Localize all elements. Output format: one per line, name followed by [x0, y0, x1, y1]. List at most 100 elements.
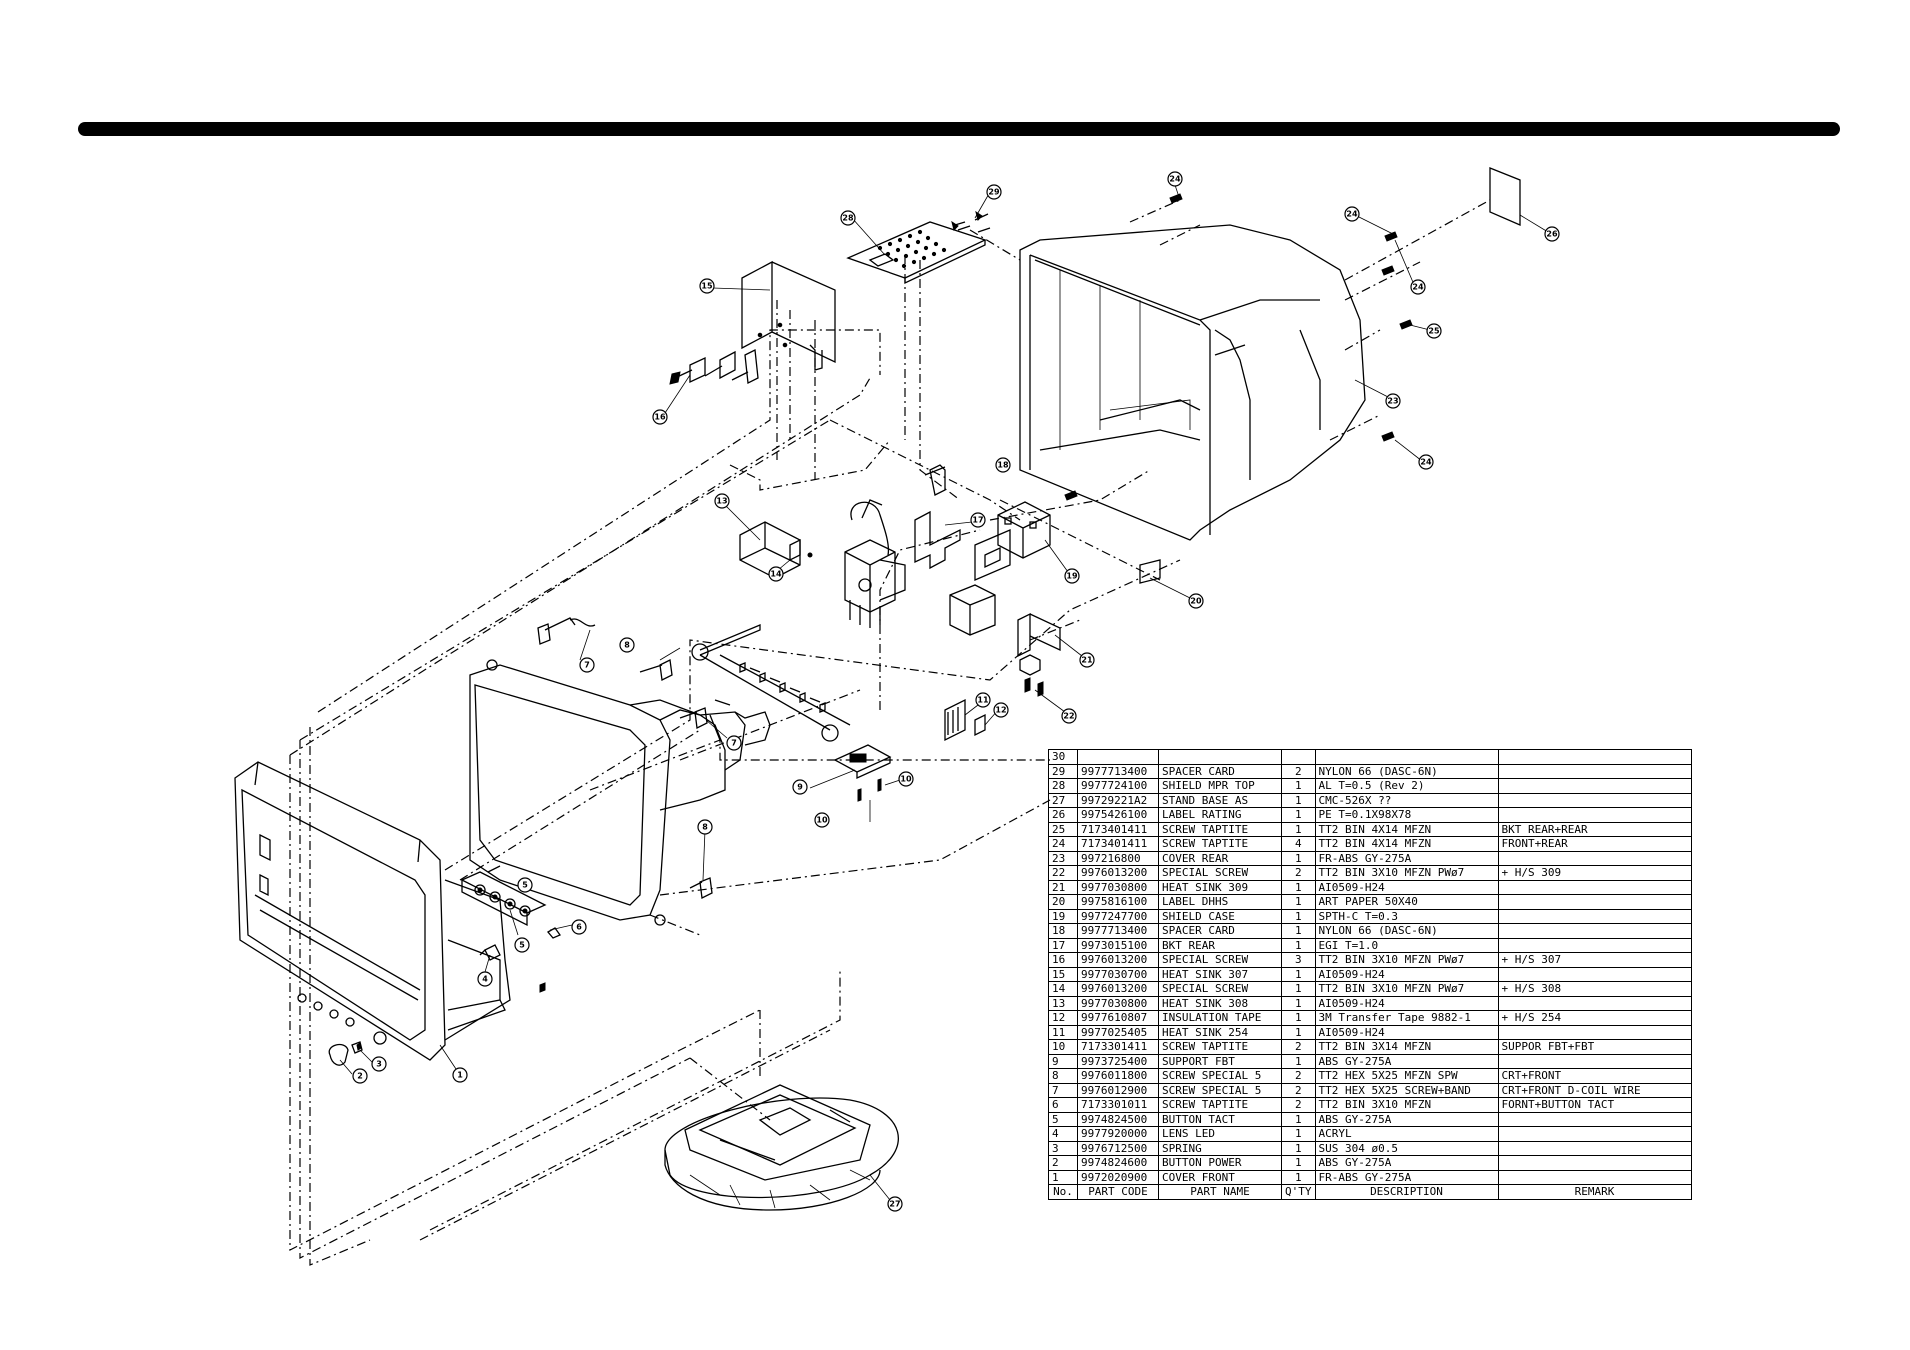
chassis-part [691, 624, 851, 742]
callout-25: 25 [1426, 323, 1442, 339]
callout-5b: 5 [517, 877, 533, 893]
part-code: 7173401411 [1077, 821, 1159, 837]
part-description: AI0509-H24 [1314, 879, 1499, 895]
part-qty: 1 [1281, 1140, 1316, 1156]
header-part-name: PART NAME [1158, 1184, 1282, 1200]
part-description: ART PAPER 50X40 [1314, 894, 1499, 910]
callout-8b: 8 [697, 819, 713, 835]
part-no: 16 [1048, 952, 1078, 968]
part-description: ACRYL [1314, 1126, 1499, 1142]
part-no: 20 [1048, 894, 1078, 910]
svg-text:22: 22 [1063, 712, 1074, 721]
part-description: TT2 BIN 3X10 MFZN PWø7 [1314, 952, 1499, 968]
part-description: AI0509-H24 [1314, 1024, 1499, 1040]
part-name: HEAT SINK 308 [1158, 995, 1282, 1011]
svg-text:27: 27 [889, 1200, 900, 1209]
part-code: 9977247700 [1077, 908, 1159, 924]
part-qty: 1 [1281, 1155, 1316, 1171]
part-code: 9977030800 [1077, 879, 1159, 895]
part-remark [1497, 850, 1692, 866]
svg-text:2: 2 [357, 1072, 363, 1081]
part-remark [1497, 966, 1692, 982]
svg-text:7: 7 [584, 661, 590, 670]
callout-23: 23 [1385, 393, 1401, 409]
transformer-part [949, 584, 996, 636]
part-name: SCREW TAPTITE [1158, 1097, 1282, 1113]
part-qty: 1 [1281, 778, 1316, 794]
rear-cover-part [1019, 224, 1366, 541]
part-no: 29 [1048, 763, 1078, 779]
part-remark [1497, 763, 1692, 779]
callout-1: 1 [452, 1067, 468, 1083]
bkt-rear-part [914, 464, 961, 570]
part-name: COVER REAR [1158, 850, 1282, 866]
part-name: SPECIAL SCREW [1158, 952, 1282, 968]
callout-20: 20 [1188, 593, 1204, 609]
part-qty: 1 [1281, 1111, 1316, 1127]
part-remark [1497, 995, 1692, 1011]
part-description: FR-ABS GY-275A [1314, 1169, 1499, 1185]
part-name: SPACER CARD [1158, 923, 1282, 939]
part-code: 9976013200 [1077, 981, 1159, 997]
part-code: 9977030700 [1077, 966, 1159, 982]
part-qty: 1 [1281, 1024, 1316, 1040]
part-name: HEAT SINK 307 [1158, 966, 1282, 982]
part-qty: 1 [1281, 1010, 1316, 1026]
part-description: AL T=0.5 (Rev 2) [1314, 778, 1499, 794]
part-no: 19 [1048, 908, 1078, 924]
part-name: SCREW SPECIAL 5 [1158, 1082, 1282, 1098]
part-description: NYLON 66 (DASC-6N) [1314, 923, 1499, 939]
svg-text:18: 18 [997, 461, 1009, 470]
callout-9: 9 [792, 779, 808, 795]
part-code: 9977724100 [1077, 778, 1159, 794]
part-qty: 1 [1281, 1126, 1316, 1142]
heat-sink-254-part [944, 698, 986, 742]
part-code: 9975426100 [1077, 807, 1159, 823]
part-qty: 2 [1281, 1097, 1316, 1113]
svg-text:29: 29 [988, 188, 1000, 197]
part-description: ABS GY-275A [1314, 1053, 1499, 1069]
callout-13: 13 [714, 493, 730, 509]
svg-text:8: 8 [624, 641, 630, 650]
part-qty: 1 [1281, 981, 1316, 997]
part-code: 99729221A2 [1077, 792, 1159, 808]
part-description: TT2 BIN 3X10 MFZN [1314, 1097, 1499, 1113]
svg-text:24: 24 [1412, 283, 1424, 292]
front-cover-part [234, 761, 511, 1061]
part-code [1077, 749, 1159, 765]
part-code: 7173301411 [1077, 1039, 1159, 1055]
part-code: 9977030800 [1077, 995, 1159, 1011]
part-qty: 1 [1281, 1053, 1316, 1069]
callout-leaders [339, 184, 1549, 1201]
part-name: SHIELD MPR TOP [1158, 778, 1282, 794]
svg-text:12: 12 [995, 706, 1006, 715]
part-code: 9972020900 [1077, 1169, 1159, 1185]
part-description: TT2 BIN 3X10 MFZN PWø7 [1314, 981, 1499, 997]
part-remark [1497, 1111, 1692, 1127]
part-name: INSULATION TAPE [1158, 1010, 1282, 1026]
svg-text:5: 5 [522, 881, 528, 890]
part-description: ABS GY-275A [1314, 1111, 1499, 1127]
callout-14: 14 [768, 566, 784, 582]
part-qty: 1 [1281, 792, 1316, 808]
small-front-parts [328, 944, 501, 1066]
part-code: 9976012900 [1077, 1082, 1159, 1098]
svg-text:15: 15 [701, 282, 713, 291]
part-no: 6 [1048, 1097, 1078, 1113]
part-description: TT2 BIN 3X10 MFZN PWø7 [1314, 865, 1499, 881]
callout-17: 17 [970, 512, 986, 528]
part-no: 27 [1048, 792, 1078, 808]
callout-4: 4 [477, 971, 493, 987]
part-remark [1497, 908, 1692, 924]
header-remark: REMARK [1497, 1184, 1692, 1200]
part-qty: 1 [1281, 807, 1316, 823]
